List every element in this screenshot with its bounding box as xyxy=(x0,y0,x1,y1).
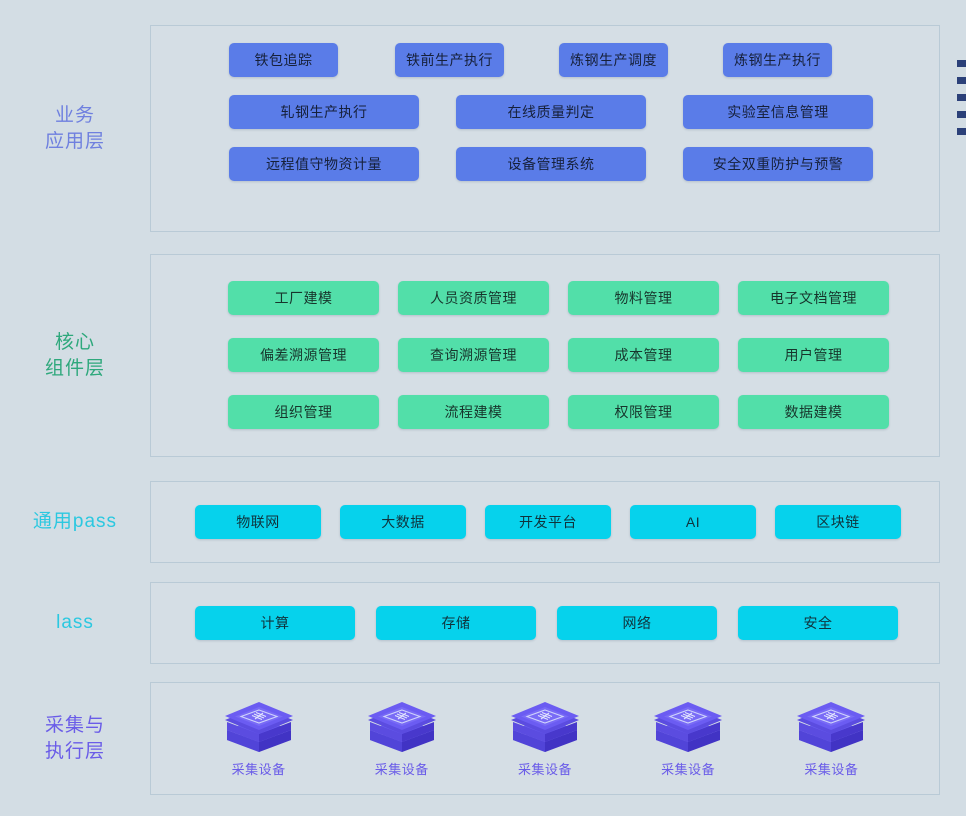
layer-panel-core: 工厂建模 人员资质管理 物料管理 电子文档管理 偏差溯源管理 查询溯源管理 成本… xyxy=(150,254,940,457)
bullet-marker-icon xyxy=(957,128,966,135)
chip-quanxian-guanli[interactable]: 权限管理 xyxy=(568,395,719,429)
device-caption: 采集设备 xyxy=(374,761,429,777)
chip-chaxun-suyuan-guanli[interactable]: 查询溯源管理 xyxy=(398,338,549,372)
chip-kaifa-pingtai[interactable]: 开发平台 xyxy=(485,505,611,539)
chip-chengben-guanli[interactable]: 成本管理 xyxy=(568,338,719,372)
chip-gongchang-jianmo[interactable]: 工厂建模 xyxy=(228,281,379,315)
chip-wuliao-guanli[interactable]: 物料管理 xyxy=(568,281,719,315)
chip-tieqian-shengchan-zhixing[interactable]: 铁前生产执行 xyxy=(395,43,504,77)
device-item[interactable]: 采集设备 xyxy=(633,700,743,778)
chip-zaixian-zhiliang-panding[interactable]: 在线质量判定 xyxy=(456,95,646,129)
bullet-marker-icon xyxy=(957,77,966,84)
device-item[interactable]: 采集设备 xyxy=(490,700,600,778)
device-caption: 采集设备 xyxy=(517,761,572,777)
chip-yonghu-guanli[interactable]: 用户管理 xyxy=(738,338,889,372)
layer-panel-device: 采集设备 xyxy=(150,682,940,795)
collection-device-icon xyxy=(367,701,436,752)
chip-anquan-shuangzhong-fanghu-yujing[interactable]: 安全双重防护与预警 xyxy=(683,147,873,181)
chip-liucheng-jianmo[interactable]: 流程建模 xyxy=(398,395,549,429)
chip-zuzhi-guanli[interactable]: 组织管理 xyxy=(228,395,379,429)
layer-label-business: 业务 应用层 xyxy=(44,104,105,152)
chip-qukuailian[interactable]: 区块链 xyxy=(775,505,901,539)
chip-tiebao-zhuizong[interactable]: 铁包追踪 xyxy=(229,43,338,77)
layer-label-paas: 通用pass xyxy=(32,511,118,532)
layer-collection-execution: 采集与 执行层 xyxy=(0,682,940,795)
chip-row: 组织管理 流程建模 权限管理 数据建模 xyxy=(177,395,913,429)
bullet-marker-icon xyxy=(957,111,966,118)
layer-business-application: 业务 应用层 铁包追踪 铁前生产执行 炼钢生产调度 炼钢生产执行 轧钢生产执行 … xyxy=(0,25,940,232)
chip-row: 偏差溯源管理 查询溯源管理 成本管理 用户管理 xyxy=(177,338,913,372)
collection-device-icon xyxy=(224,701,293,752)
chip-liangang-shengchan-diaodu[interactable]: 炼钢生产调度 xyxy=(559,43,668,77)
chip-wangluo[interactable]: 网络 xyxy=(557,606,717,640)
device-item[interactable]: 采集设备 xyxy=(204,700,314,778)
chip-row: 铁包追踪 铁前生产执行 炼钢生产调度 炼钢生产执行 xyxy=(177,43,913,77)
layer-iaas: lass 计算 存储 网络 安全 xyxy=(0,582,940,664)
chip-renyuan-zizhi-guanli[interactable]: 人员资质管理 xyxy=(398,281,549,315)
layer-panel-iaas: 计算 存储 网络 安全 xyxy=(150,582,940,664)
chip-wulianwang[interactable]: 物联网 xyxy=(195,505,321,539)
layer-label-core: 核心 组件层 xyxy=(44,331,105,379)
layer-panel-business: 铁包追踪 铁前生产执行 炼钢生产调度 炼钢生产执行 轧钢生产执行 在线质量判定 … xyxy=(150,25,940,232)
layer-general-paas: 通用pass 物联网 大数据 开发平台 AI 区块链 xyxy=(0,481,940,563)
collection-device-icon xyxy=(654,701,723,752)
device-caption: 采集设备 xyxy=(231,761,286,777)
layer-label-iaas: lass xyxy=(56,612,94,633)
collection-device-icon xyxy=(510,701,579,752)
device-item[interactable]: 采集设备 xyxy=(776,700,886,778)
collection-device-icon xyxy=(797,701,866,752)
chip-yuancheng-zhishou-wuzi-jiliang[interactable]: 远程值守物资计量 xyxy=(229,147,419,181)
edge-bullet-markers xyxy=(952,60,966,145)
device-caption: 采集设备 xyxy=(804,761,859,777)
chip-dianzi-wendang-guanli[interactable]: 电子文档管理 xyxy=(738,281,889,315)
chip-anquan[interactable]: 安全 xyxy=(738,606,898,640)
chip-row: 远程值守物资计量 设备管理系统 安全双重防护与预警 xyxy=(177,147,913,181)
bullet-marker-icon xyxy=(957,60,966,67)
chip-ai[interactable]: AI xyxy=(630,505,756,539)
layer-core-components: 核心 组件层 工厂建模 人员资质管理 物料管理 电子文档管理 偏差溯源管理 查询… xyxy=(0,254,940,457)
chip-shuju-jianmo[interactable]: 数据建模 xyxy=(738,395,889,429)
chip-shebei-guanli-xitong[interactable]: 设备管理系统 xyxy=(456,147,646,181)
device-caption: 采集设备 xyxy=(661,761,716,777)
chip-row: 工厂建模 人员资质管理 物料管理 电子文档管理 xyxy=(177,281,913,315)
chip-shiyanshi-xinxi-guanli[interactable]: 实验室信息管理 xyxy=(683,95,873,129)
chip-cunchu[interactable]: 存储 xyxy=(376,606,536,640)
chip-piancha-suyuan-guanli[interactable]: 偏差溯源管理 xyxy=(228,338,379,372)
layer-panel-paas: 物联网 大数据 开发平台 AI 区块链 xyxy=(150,481,940,563)
chip-zhagang-shengchan-zhixing[interactable]: 轧钢生产执行 xyxy=(229,95,419,129)
device-item[interactable]: 采集设备 xyxy=(347,700,457,778)
chip-jisuan[interactable]: 计算 xyxy=(195,606,355,640)
layer-label-device: 采集与 执行层 xyxy=(44,714,105,762)
chip-dashuju[interactable]: 大数据 xyxy=(340,505,466,539)
chip-row: 轧钢生产执行 在线质量判定 实验室信息管理 xyxy=(177,95,913,129)
bullet-marker-icon xyxy=(957,94,966,101)
chip-liangang-shengchan-zhixing[interactable]: 炼钢生产执行 xyxy=(723,43,832,77)
